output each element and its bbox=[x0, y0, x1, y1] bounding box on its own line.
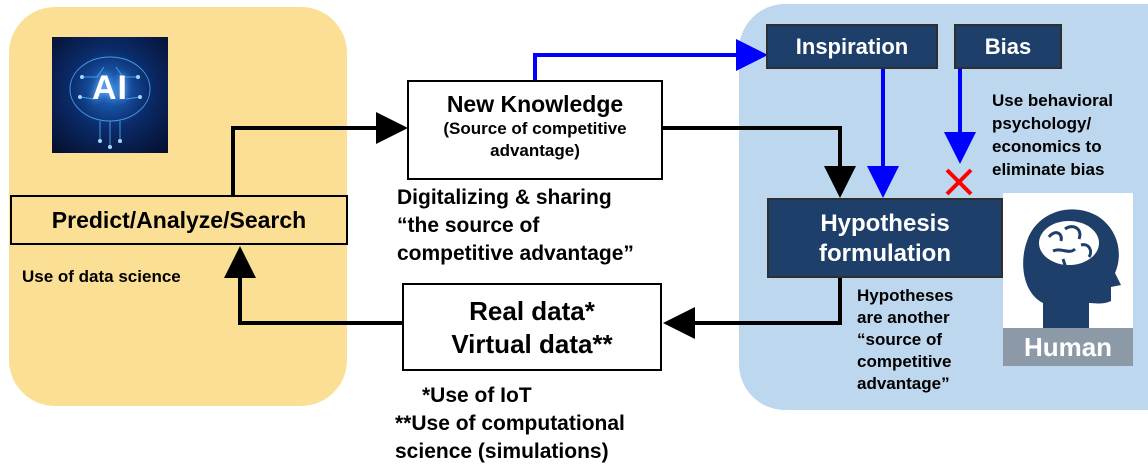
ai-brain-image: AI bbox=[52, 37, 168, 153]
new-knowledge-title: New Knowledge bbox=[446, 91, 624, 117]
human-head-image: Human bbox=[1003, 193, 1133, 366]
blocked-cross-icon bbox=[945, 168, 973, 196]
ai-logo-text: AI bbox=[92, 69, 128, 107]
hypothesis-label-1: Hypothesis bbox=[820, 210, 950, 237]
hypothesis-formulation-box: Hypothesis formulation bbox=[767, 198, 1003, 278]
arrow-hypothesis-to-data bbox=[663, 278, 842, 339]
virtual-data-label: Virtual data** bbox=[451, 329, 613, 359]
bias-note: Use behavioral psychology/ economics to … bbox=[992, 89, 1113, 181]
hyp-note-line3: “source of bbox=[857, 330, 943, 349]
bias-box: Bias bbox=[954, 24, 1062, 69]
hypotheses-note: Hypotheses are another “source of compet… bbox=[857, 285, 953, 395]
arrow-data-to-predict bbox=[224, 246, 402, 325]
bias-note-line1: Use behavioral bbox=[992, 91, 1113, 110]
new-knowledge-box: New Knowledge (Source of competitive adv… bbox=[407, 80, 663, 180]
hyp-note-line2: are another bbox=[857, 308, 950, 327]
hyp-note-line5: advantage” bbox=[857, 374, 950, 393]
computational-note-1: **Use of computational bbox=[395, 412, 625, 435]
digitalizing-note-line3: competitive advantage” bbox=[397, 242, 634, 265]
bias-note-line3: economics to bbox=[992, 137, 1102, 156]
arrow-predict-to-knowledge bbox=[231, 112, 408, 196]
bias-note-line4: eliminate bias bbox=[992, 160, 1105, 179]
predict-analyze-search-box: Predict/Analyze/Search bbox=[10, 195, 348, 245]
bias-note-line2: psychology/ bbox=[992, 114, 1092, 133]
digitalizing-note-line1: Digitalizing & sharing bbox=[397, 186, 612, 209]
new-knowledge-subtitle-1: (Source of competitive bbox=[443, 119, 627, 138]
hyp-note-line4: competitive bbox=[857, 352, 952, 371]
data-notes: *Use of IoT **Use of computational scien… bbox=[395, 382, 625, 466]
iot-note: *Use of IoT bbox=[422, 384, 532, 407]
computational-note-2: science (simulations) bbox=[395, 440, 609, 463]
circuit-icon bbox=[69, 56, 151, 149]
real-data-label: Real data* bbox=[469, 296, 595, 326]
real-virtual-data-box: Real data* Virtual data** bbox=[402, 283, 662, 371]
data-science-note: Use of data science bbox=[22, 267, 181, 286]
inspiration-box: Inspiration bbox=[766, 24, 938, 69]
digitalizing-note-line2: “the source of bbox=[397, 214, 540, 237]
new-knowledge-subtitle-2: advantage) bbox=[490, 141, 580, 160]
human-label: Human bbox=[1003, 328, 1133, 366]
hypothesis-label-2: formulation bbox=[819, 240, 951, 267]
arrow-knowledge-to-inspiration bbox=[533, 39, 768, 80]
human-head-icon bbox=[1003, 193, 1133, 333]
digitalizing-note: Digitalizing & sharing “the source of co… bbox=[397, 184, 634, 268]
arrow-knowledge-to-hypothesis bbox=[663, 126, 856, 198]
hyp-note-line1: Hypotheses bbox=[857, 286, 954, 305]
